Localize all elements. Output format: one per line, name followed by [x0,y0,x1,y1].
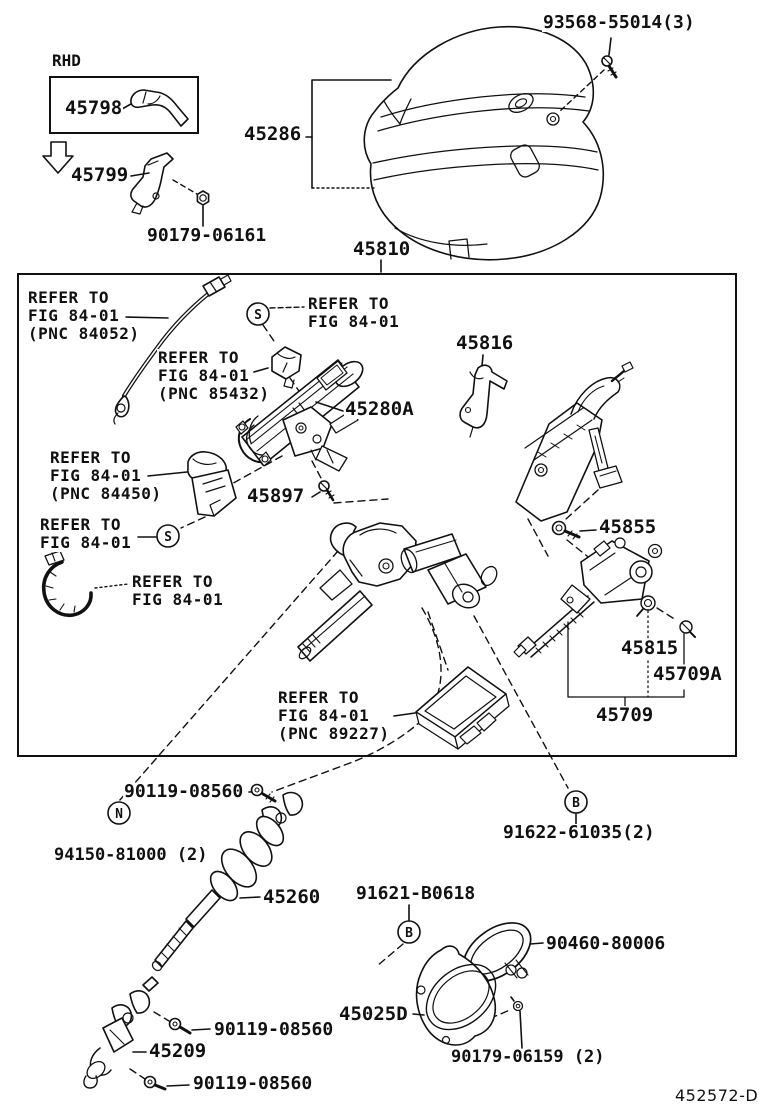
part-45709a-screw-drawing [679,620,696,638]
label-45709: 45709 [595,704,655,726]
part-45286-bracket-lines [305,79,392,189]
label-90179-06159: 90179-06159 (2) [450,1047,606,1067]
label-93568-55014: 93568-55014(3) [542,12,696,33]
refer-line: FIG 84-01 [49,466,143,485]
marker-n-label: N [115,807,123,822]
marker-s2: S [137,524,180,548]
part-45709-bracket-lines [567,610,685,707]
refer-note-top: REFER TO FIG 84-01 [307,294,401,331]
rhd-part-box [49,76,199,134]
refer-note-85432: REFER TO FIG 84-01 (PNC 85432) [157,348,271,403]
label-45025d: 45025D [338,1003,409,1025]
marker-s1-label: S [254,308,262,323]
refer-line: (PNC 85432) [157,384,271,403]
label-45816: 45816 [455,332,515,354]
refer-line: REFER TO [131,572,215,591]
region-label: RHD [52,51,81,70]
refer-line: REFER TO [27,288,111,307]
refer-line: FIG 84-01 [27,306,121,325]
refer-line: FIG 84-01 [131,590,225,609]
marker-s1: S [246,302,305,326]
tilt-housing-drawing [319,522,417,601]
refer-line: (PNC 84450) [49,484,163,503]
refer-line: REFER TO [307,294,391,313]
label-90179-06161: 90179-06161 [146,225,268,246]
label-91621: 91621-B0618 [355,883,477,904]
refer-note-hook: REFER TO FIG 84-01 [131,572,225,609]
refer-note-s2: REFER TO FIG 84-01 [39,515,133,552]
marker-s2-label: S [164,530,172,545]
label-45280a: 45280A [344,398,415,420]
column-saddle-clamp-drawing [235,415,272,467]
part-45815-grommet-drawing [636,595,656,617]
part-45798-lever-drawing [121,89,189,127]
marker-b1-label: B [572,796,580,811]
label-90119-upper: 90119-08560 [123,781,245,802]
bolt-90119-mid-drawing [168,1017,211,1035]
label-45855: 45855 [598,516,658,538]
label-45260: 45260 [262,886,322,908]
refer-line: REFER TO [49,448,133,467]
part-45897-screw-drawing [311,480,335,502]
label-45286: 45286 [243,123,303,145]
label-45209: 45209 [148,1040,208,1062]
down-arrow-icon [42,141,74,174]
part-45810-cover-drawing [363,25,605,261]
refer-line: FIG 84-01 [277,706,371,725]
part-45799-bracket-drawing [130,152,198,215]
refer-note-89227: REFER TO FIG 84-01 (PNC 89227) [277,688,391,743]
label-94150: 94150-81000 (2) [53,845,209,865]
assembly-detail-box [17,273,737,757]
hook-clip-drawing [41,550,129,617]
refer-note-84450: REFER TO FIG 84-01 (PNC 84450) [49,448,163,503]
part-93568-screw-drawing [558,37,618,113]
refer-line: FIG 84-01 [39,533,133,552]
refer-line: FIG 84-01 [307,312,401,331]
marker-b2: B [397,904,421,944]
part-45709-motor-drawing [513,537,663,658]
label-90460: 90460-80006 [545,933,667,954]
drawing-code: 452572-D [675,1086,759,1105]
refer-line: (PNC 89227) [277,724,391,743]
label-90119-mid: 90119-08560 [213,1019,335,1040]
bolt-90119-upper-drawing [248,783,277,803]
part-85432-clamp-drawing [253,346,302,389]
part-84450-housing-drawing [147,451,237,517]
bolt-90179-06159-drawing [510,996,524,1049]
refer-line: REFER TO [277,688,361,707]
marker-n: N [107,801,131,825]
label-45799: 45799 [70,164,130,186]
upper-mount-bracket-drawing [515,361,634,522]
part-90179-06161-nut-drawing [196,190,210,227]
part-45855-bolt-drawing [551,520,597,540]
label-45815: 45815 [620,637,680,659]
refer-line: FIG 84-01 [157,366,251,385]
refer-note-84052: REFER TO FIG 84-01 (PNC 84052) [27,288,141,343]
refer-line: REFER TO [157,348,241,367]
label-91622: 91622-61035(2) [502,822,656,843]
part-45816-bracket-drawing [459,354,508,438]
marker-b2-label: B [405,926,413,941]
part-84052-wire-drawing [113,274,232,425]
part-45025d-boot-drawing [412,945,497,1046]
refer-line: (PNC 84052) [27,324,141,343]
label-45798: 45798 [64,97,124,119]
part-89227-ecu-drawing [393,666,510,750]
part-45209-joint-drawing [83,976,159,1089]
label-90119-lower: 90119-08560 [192,1073,314,1094]
label-45897: 45897 [246,485,306,507]
marker-b1: B [564,790,588,825]
label-45810: 45810 [352,238,412,260]
refer-line: REFER TO [39,515,123,534]
tilt-motors-drawing [400,533,498,609]
part-45260-shaft-drawing [151,791,304,972]
label-45709a: 45709A [652,663,723,685]
lower-main-shaft-drawing [297,590,373,662]
bolt-90119-lower-drawing [143,1075,190,1091]
